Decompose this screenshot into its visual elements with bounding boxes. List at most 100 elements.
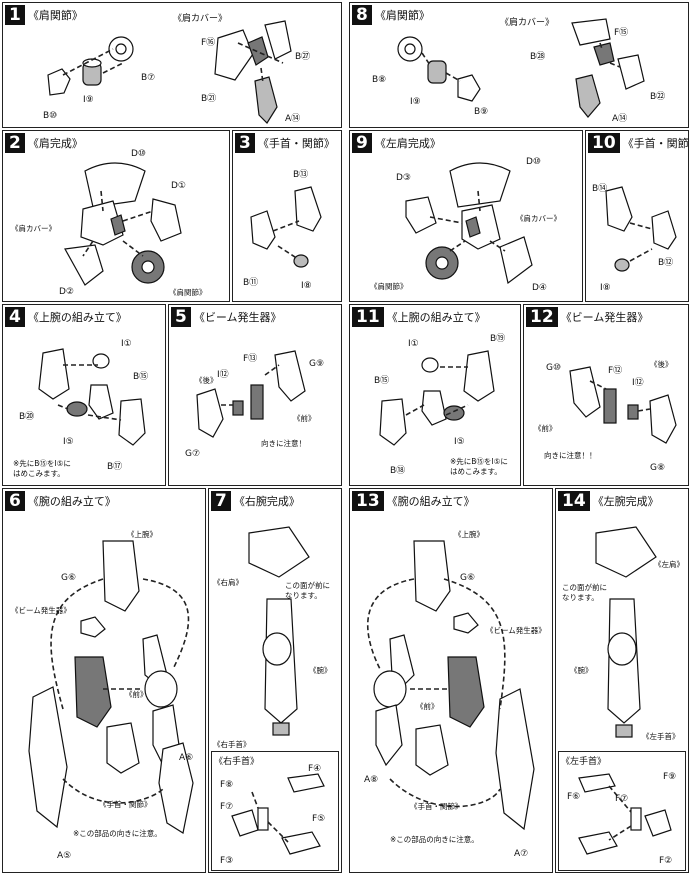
step-heading: 《腕の組み立て》 [27,495,116,508]
subpanel-heading: 《右手首》 [214,757,260,767]
part-label: B⑧ [372,75,387,85]
step-heading: 《上腕の組み立て》 [386,311,486,324]
part-label: I⑨ [410,97,421,107]
part-label: 《右肩》 [213,578,243,587]
step-8-panel: 8 《肩関節》 《肩カバー》 F⑮ B㉘ B⑧ I⑨ B⑨ B㉒ A⑭ [349,2,689,128]
part-label: B⑫ [658,258,674,268]
step-number: 2 [5,133,25,153]
part-label: I⑤ [454,437,465,447]
part-label: A⑦ [514,849,529,859]
part-label: F② [659,856,673,866]
part-label: D① [171,181,186,191]
step-13-illustration [367,540,535,831]
part-label: 《腕》 [309,666,332,675]
part-label: F⑦ [615,794,629,804]
part-label: 《後》 [195,376,218,385]
step-number: 14 [558,491,590,511]
assembly-note: ※この部品の向きに注意。 [73,829,162,838]
part-label: B⑩ [43,111,58,121]
part-label: 《左手首》 [642,732,680,741]
part-label: I⑤ [63,437,74,447]
part-label: F④ [308,764,322,774]
part-label: 《右手首》 [213,740,251,749]
step-6-panel: 6 《腕の組み立て》 《上腕》 G⑥ 《ビーム発生器》 《前》 A⑥ 《手首・関… [2,488,206,873]
part-label: I⑧ [301,281,312,291]
part-label: 《肩関節》 [169,288,207,297]
part-label: I① [121,339,132,349]
part-label: 《前》 [293,414,316,423]
part-label: A⑧ [364,775,379,785]
step-heading: 《手首・関節》 [622,137,689,150]
step-7-panel: 7 《右腕完成》 《右肩》 《腕》 《右手首》 この面が前になります。 《右手首… [208,488,342,873]
part-label: 《前》 [416,702,439,711]
part-label: 《上腕》 [454,530,484,539]
part-label: D③ [396,173,411,183]
step-14-panel: 14 《左腕完成》 《左肩》 《腕》 《左手首》 この面が前になります。 《左手… [555,488,689,873]
step-title: 14 《左腕完成》 [558,491,659,511]
part-label: B㉒ [650,92,666,102]
part-label: B⑮ [133,372,149,382]
step-heading: 《ビーム発生器》 [193,311,282,324]
step-13-panel: 13 《腕の組み立て》 《上腕》 G⑥ 《ビーム発生器》 《前》 A⑧ 《手首・… [349,488,553,873]
step-number: 7 [211,491,231,511]
part-label: 《肩カバー》 [516,214,561,223]
step-10-panel: 10 《手首・関節》 B⑭ B⑫ I⑧ [585,130,689,302]
step-title: 6 《腕の組み立て》 [5,491,116,511]
subpanel-heading: 《左手首》 [561,757,607,767]
part-label: 《上腕》 [127,530,157,539]
part-label: G⑨ [309,359,325,369]
step-heading: 《左腕完成》 [592,495,659,508]
assembly-note: ※この部品の向きに注意。 [390,835,479,844]
step-number: 4 [5,307,25,327]
step-number: 13 [352,491,384,511]
part-label: B⑨ [474,107,489,117]
part-label: F③ [220,856,234,866]
part-label: F⑤ [312,814,326,824]
part-label: I⑨ [83,95,94,105]
step-number: 10 [588,133,620,153]
part-label: A⑤ [57,851,72,861]
assembly-note: 向きに注意！ [261,439,306,448]
part-label: 《肩関節》 [370,282,408,291]
step-heading: 《肩完成》 [27,137,83,150]
step-heading: 《腕の組み立て》 [386,495,475,508]
step-title: 5 《ビーム発生器》 [171,307,282,327]
part-label: B㉗ [295,52,311,62]
step-heading: 《左肩完成》 [374,137,441,150]
part-label: A⑭ [285,114,301,124]
step-number: 6 [5,491,25,511]
step-title: 3 《手首・関節》 [235,133,335,153]
step-title: 4 《上腕の組み立て》 [5,307,127,327]
step-number: 9 [352,133,372,153]
part-label: 《前》 [125,690,148,699]
step-title: 2 《肩完成》 [5,133,83,153]
part-label: F⑯ [201,38,216,48]
left-wrist-subpanel: 《左手首》 F⑥ F⑨ F⑦ F② [558,751,686,871]
step-title: 12 《ビーム発生器》 [526,307,648,327]
step-12-illustration [569,366,677,444]
part-label: F⑥ [567,792,581,802]
orientation-note: この面が前になります。 [285,581,330,600]
part-label: I⑫ [632,378,644,388]
part-label: 《後》 [650,360,673,369]
step-heading: 《肩関節》 [374,9,430,22]
step-number: 3 [235,133,255,153]
step-number: 8 [352,5,372,25]
step-4-panel: 4 《上腕の組み立て》 I① B⑮ B⑳ I⑤ B⑰ ※先にB⑮をI⑤にはめこみ… [2,304,166,486]
step-heading: 《肩関節》 [27,9,83,22]
part-label: 《ビーム発生器》 [486,626,546,635]
part-label: D⑩ [526,157,541,167]
part-label: D② [59,287,74,297]
part-label: G⑦ [185,449,201,459]
step-11-panel: 11 《上腕の組み立て》 I① B⑲ B⑮ I⑤ B⑱ ※先にB⑮をI⑤にはめこ… [349,304,521,486]
part-label: B⑳ [19,412,35,422]
step-title: 11 《上腕の組み立て》 [352,307,486,327]
part-label: 《肩カバー》 [11,224,56,233]
step-title: 9 《左肩完成》 [352,133,441,153]
step-heading: 《右腕完成》 [233,495,300,508]
part-label: B⑲ [490,334,506,344]
part-label: I⑧ [600,283,611,293]
sub-heading: 《肩カバー》 [500,18,555,28]
part-label: G⑥ [61,573,77,583]
